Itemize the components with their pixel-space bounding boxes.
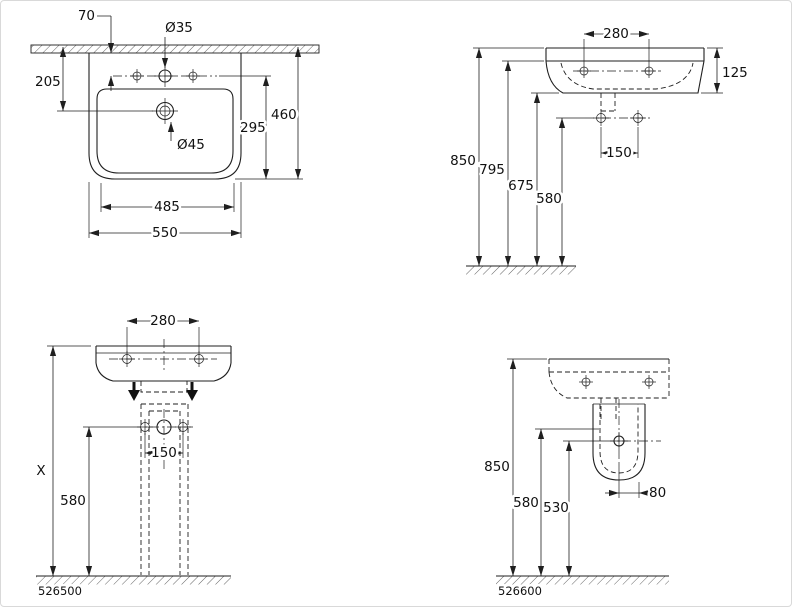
dim-850-label-side2: 850 xyxy=(484,459,510,475)
dim-205-label: 205 xyxy=(35,74,61,90)
dim-295-label: 295 xyxy=(240,120,266,136)
dim-70-label: 70 xyxy=(78,8,95,24)
floor-line-side xyxy=(466,265,576,275)
basin-side-phantom xyxy=(548,358,670,399)
side-dimension-lines xyxy=(475,30,721,266)
plan-dimension-lines xyxy=(59,16,302,237)
view-plan: 70 Ø35 205 295 460 Ø45 485 550 xyxy=(30,6,320,244)
dim-dia35-label: Ø35 xyxy=(165,20,193,36)
dim-485-label: 485 xyxy=(154,199,180,215)
view-side: 280 125 150 850 795 675 580 xyxy=(448,24,750,275)
model-number-halfpedestal: 526600 xyxy=(498,584,542,598)
dim-580-label-side: 580 xyxy=(536,191,562,207)
dim-280-label-front: 280 xyxy=(150,313,176,329)
tap-hole-left xyxy=(130,69,144,83)
floor-line-front xyxy=(36,575,231,585)
fixing-holes xyxy=(585,110,653,126)
dim-580-label-front: 580 xyxy=(60,493,86,509)
basin-fixing-holes xyxy=(109,351,217,367)
pedestal-outline xyxy=(140,403,189,575)
basin-side-outline xyxy=(545,47,705,94)
basin-front-outline xyxy=(95,339,232,393)
front-dimension-lines xyxy=(49,317,199,576)
dim-150-label-front: 150 xyxy=(151,445,177,461)
dim-x-label: X xyxy=(36,463,45,479)
view-side-halfpedestal: 850 580 530 80 526600 xyxy=(482,358,670,601)
tap-hole-right xyxy=(186,69,200,83)
assembly-arrow-left xyxy=(128,382,140,401)
drain-hidden xyxy=(600,93,616,112)
bowl-outline xyxy=(96,88,234,174)
wall-section xyxy=(30,44,320,54)
dim-675-label: 675 xyxy=(508,178,534,194)
deck-holes xyxy=(573,64,661,78)
dim-150-label-side: 150 xyxy=(606,145,632,161)
dim-460-label: 460 xyxy=(271,107,297,123)
dim-550-label: 550 xyxy=(152,225,178,241)
assembly-arrow-right xyxy=(186,382,198,401)
front-extension-lines xyxy=(47,327,200,458)
cover-fixing-hole xyxy=(605,432,661,450)
drain-hidden-2 xyxy=(600,398,617,419)
dim-850-label-side: 850 xyxy=(450,153,476,169)
drain-hole xyxy=(152,98,178,124)
dim-280-label-side: 280 xyxy=(603,26,629,42)
dim-795-label: 795 xyxy=(479,162,505,178)
view-front-pedestal: 280 150 X 580 526500 xyxy=(34,311,232,601)
dim-580-label-side2: 580 xyxy=(513,495,539,511)
dim-dia45-label: Ø45 xyxy=(177,137,205,153)
pedestal-fixing-holes xyxy=(133,419,195,435)
dim-80-label: 80 xyxy=(649,485,666,501)
model-number-pedestal: 526500 xyxy=(38,584,82,598)
side-extension-lines xyxy=(473,39,723,158)
floor-line-side2 xyxy=(496,575,669,585)
tap-hole-center xyxy=(154,65,176,87)
side2-dimension-lines xyxy=(509,359,653,576)
basin-outer-outline xyxy=(88,53,242,180)
dim-530-label: 530 xyxy=(543,500,569,516)
dim-125-label: 125 xyxy=(722,65,748,81)
